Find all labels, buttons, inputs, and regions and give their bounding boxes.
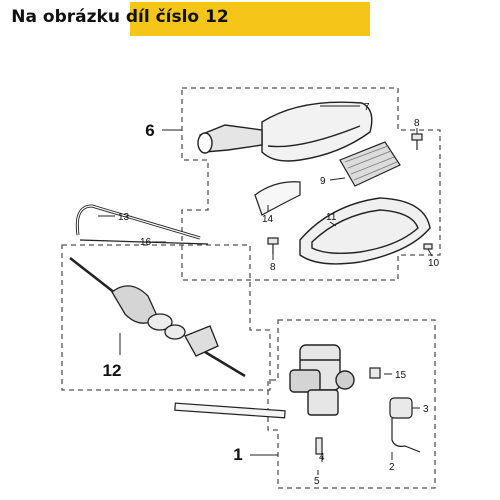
part-number-16: 16: [140, 237, 152, 248]
part-number-4: 4: [319, 452, 325, 463]
intake-manifold-assembly: [69, 257, 246, 378]
part-number-10: 10: [428, 258, 440, 269]
part-number-9: 9: [320, 176, 326, 187]
clamp-line: [79, 239, 209, 245]
carburetor-small-parts: [315, 367, 421, 455]
title-banner: [130, 2, 370, 36]
group-12-outline: [61, 244, 271, 391]
part-number-8-bottom: 8: [270, 262, 276, 273]
group-label-1: 1: [233, 445, 242, 464]
part-number-2: 2: [389, 462, 395, 473]
group-label-6: 6: [145, 121, 154, 140]
part-number-15: 15: [395, 370, 407, 381]
rail-bar: [174, 402, 286, 419]
part-number-7: 7: [364, 102, 370, 113]
part-number-13: 13: [118, 212, 130, 223]
title-banner-text: Na obrázku díl číslo 12: [11, 7, 229, 27]
part-number-5: 5: [314, 476, 320, 487]
group-label-12: 12: [103, 361, 122, 380]
part-number-14: 14: [262, 214, 274, 225]
bracket: [254, 181, 301, 216]
group-1-outline: [267, 319, 436, 489]
air-filter-housing: [197, 101, 373, 162]
filter-element: [339, 141, 401, 187]
filter-cover: [299, 197, 431, 265]
carburetor: [289, 344, 355, 416]
part-number-3: 3: [423, 404, 429, 415]
part-number-8-top: 8: [414, 118, 420, 129]
leader-lines: [98, 105, 433, 475]
part-number-11: 11: [326, 212, 337, 223]
